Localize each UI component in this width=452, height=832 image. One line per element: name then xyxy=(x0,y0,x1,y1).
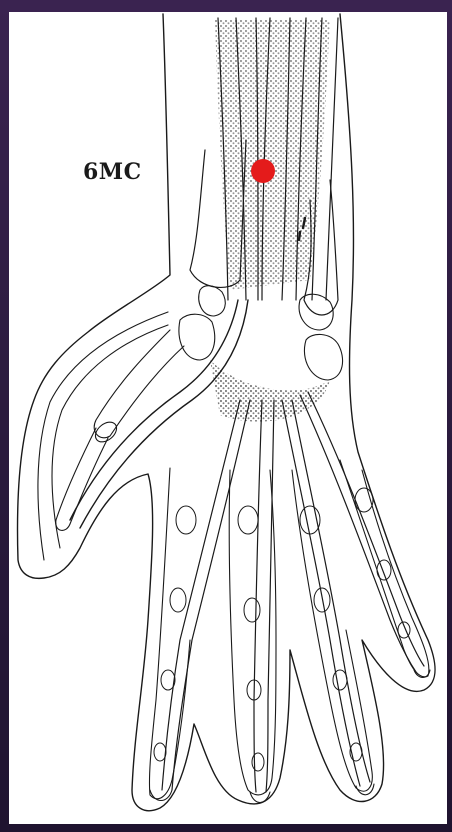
forearm-stippling xyxy=(215,20,330,290)
palm-stippling xyxy=(210,360,330,422)
carpal-bones xyxy=(179,286,343,380)
thumb-bones xyxy=(56,330,184,530)
index-finger-outline xyxy=(149,468,190,799)
acupoint-marker xyxy=(251,159,275,183)
thumb-tendon xyxy=(70,300,238,520)
acupoint-label: 6MC xyxy=(83,159,142,185)
little-finger-outline xyxy=(340,460,429,677)
phalanges xyxy=(154,488,410,771)
